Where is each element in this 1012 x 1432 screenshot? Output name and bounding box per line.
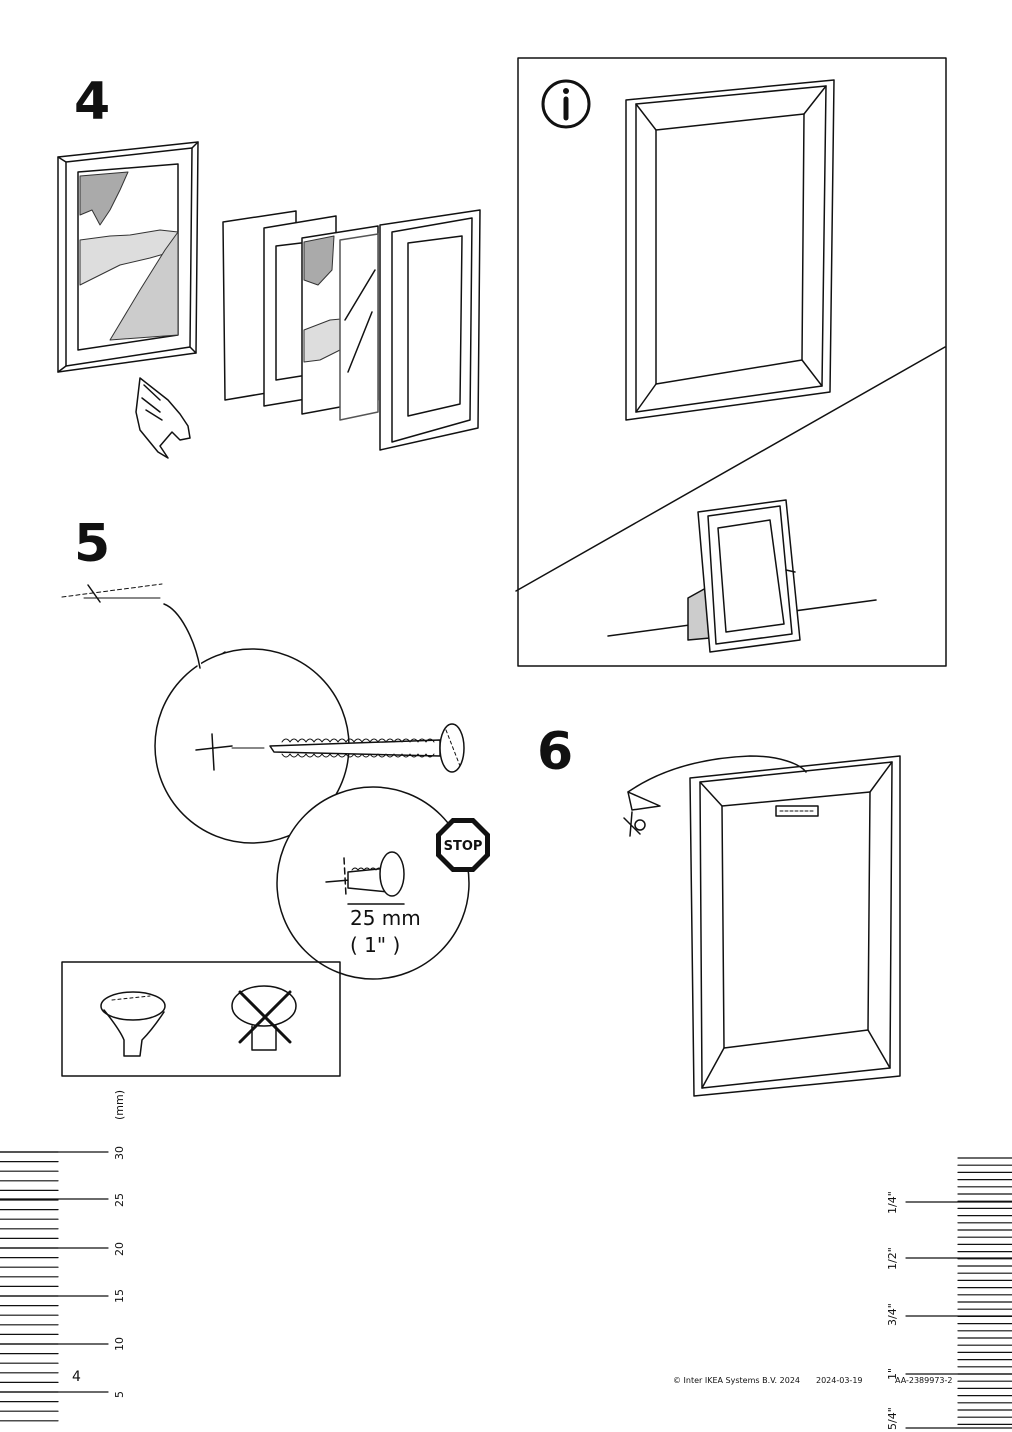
incorrect-screw-head-icon <box>231 985 297 1051</box>
inch-label-3-4: 3/4" <box>886 1303 899 1326</box>
page-number: 4 <box>72 1369 81 1385</box>
standing-frame-illustration <box>607 499 877 653</box>
copyright-notice: © Inter IKEA Systems B.V. 2024 <box>673 1376 800 1385</box>
mm-label-30: 30 <box>113 1146 126 1160</box>
screw-icon <box>195 723 465 773</box>
step-number-5: 5 <box>74 514 111 574</box>
diagonal-divider <box>515 346 946 592</box>
screw-length-imperial-label: ( 1" ) <box>350 933 401 957</box>
inch-ruler-ticks <box>957 1157 1012 1426</box>
mm-ruler <box>0 1151 109 1393</box>
document-date: 2024-03-19 <box>816 1376 863 1385</box>
stop-sign-icon <box>436 818 490 872</box>
inch-label-1-2: 1/2" <box>886 1247 899 1270</box>
mm-label-20: 20 <box>113 1242 126 1256</box>
inch-label-5-4: 5/4" <box>886 1407 899 1430</box>
document-id: AA-2389973-2 <box>895 1376 953 1385</box>
inch-label-1-4: 1/4" <box>886 1191 899 1214</box>
mm-label-5: 5 <box>113 1391 126 1398</box>
info-icon <box>541 79 591 129</box>
wall-frame-illustration <box>625 79 835 421</box>
mm-ruler-ticks <box>0 1151 59 1422</box>
exploded-frame-layers <box>222 209 481 451</box>
assembled-frame-illustration <box>57 141 199 459</box>
mm-label-15: 15 <box>113 1289 126 1303</box>
wall-mark-illustration <box>61 583 163 603</box>
mm-label-25: 25 <box>113 1193 126 1207</box>
step-number-6: 6 <box>537 722 574 782</box>
screw-head-comparison <box>61 961 341 1077</box>
hanging-frame-illustration <box>689 755 901 1097</box>
screw-length-label: 25 mm <box>350 906 421 930</box>
stop-sign-label: STOP <box>444 839 483 854</box>
info-panel <box>517 57 947 667</box>
screw-depth-icon <box>325 851 405 905</box>
hang-arrow-icon <box>623 755 807 837</box>
correct-screw-head-icon <box>100 991 166 1057</box>
step-number-4: 4 <box>74 72 111 132</box>
mm-unit-label: (mm) <box>113 1089 126 1120</box>
inch-ruler <box>905 1201 1012 1429</box>
mm-label-10: 10 <box>113 1337 126 1351</box>
